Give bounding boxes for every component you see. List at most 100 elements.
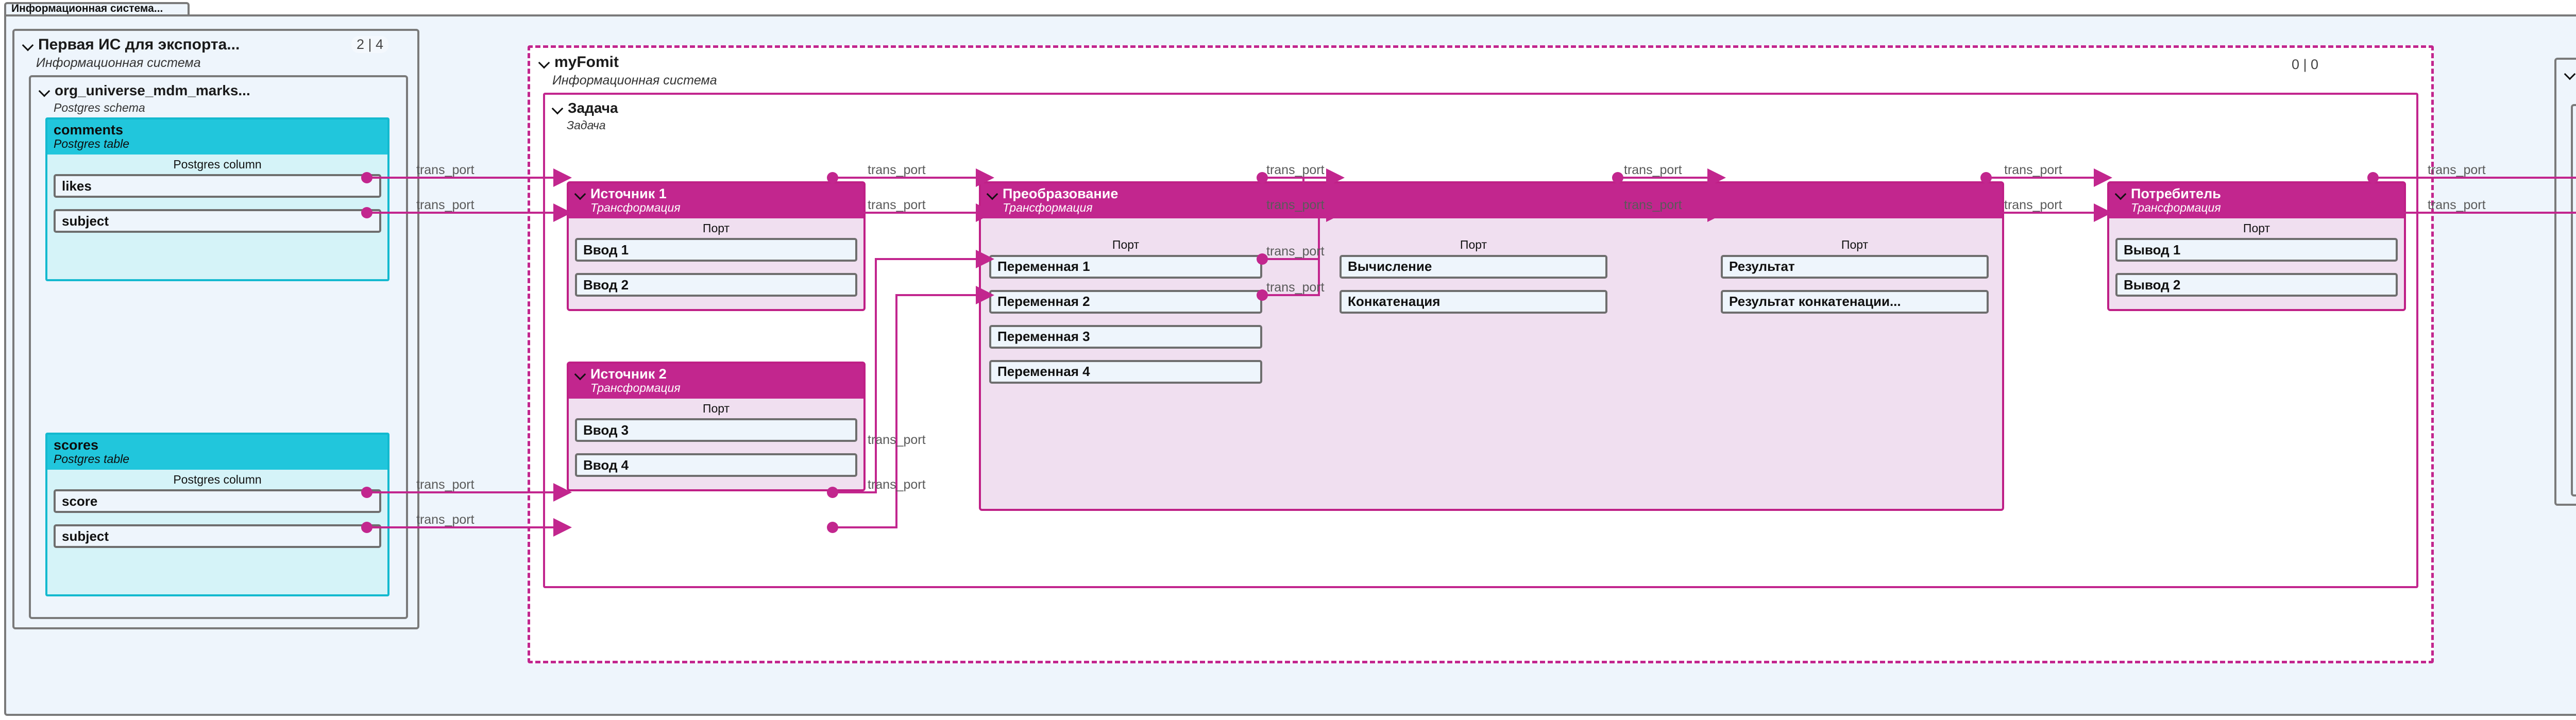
port-name: Переменная 1	[997, 259, 1090, 275]
left-panel-header[interactable]: Первая ИС для экспорта...	[23, 37, 240, 53]
task-title: Задача	[568, 100, 618, 116]
port-row[interactable]: Ввод 3	[575, 418, 857, 442]
transform-card-source-2[interactable]: Источник 2 Трансформация Порт Ввод 3 Вво…	[567, 362, 866, 491]
column-name: subject	[62, 528, 109, 544]
port-name: Вывод 2	[2124, 277, 2181, 293]
chevron-down-icon[interactable]	[39, 85, 50, 96]
edge-label-trans-port: trans_port	[2004, 163, 2062, 177]
edge-label-trans-port: trans_port	[868, 198, 926, 212]
table-name: comments	[54, 122, 124, 138]
chevron-down-icon[interactable]	[575, 368, 586, 380]
transform-card-header[interactable]: Преобразование Трансформация	[981, 183, 2002, 218]
edge-label-trans-port: trans_port	[1266, 280, 1325, 295]
port-name: Переменная 4	[997, 364, 1090, 380]
port-row[interactable]: Ввод 2	[575, 273, 857, 297]
table-row[interactable]: likes	[54, 174, 381, 198]
port-row[interactable]: Конкатенация	[1340, 289, 1607, 314]
table-card-body: Postgres column likes subject	[47, 155, 387, 239]
port-row[interactable]: Ввод 4	[575, 453, 857, 477]
table-row[interactable]: subject	[54, 209, 381, 233]
edge-label-trans-port: trans_port	[2428, 198, 2486, 212]
port-row[interactable]: Вычисление	[1340, 254, 1607, 279]
center-panel-badge: 0 | 0	[2292, 57, 2319, 72]
port-column-variables: Порт Переменная 1 Переменная 2 Переменна…	[989, 237, 1262, 384]
center-panel-subtitle: Информационная система	[552, 73, 717, 88]
table-card-comments[interactable]: comments Postgres table Postgres column …	[45, 117, 389, 281]
port-row[interactable]: Результат конкатенации...	[1721, 289, 1989, 314]
edge-label-trans-port: trans_port	[1624, 198, 1682, 212]
edge-label-trans-port: trans_port	[1624, 163, 1682, 177]
edge-label-trans-port: trans_port	[416, 477, 474, 492]
schema-title-left: org_universe_mdm_marks...	[55, 82, 250, 98]
port-row[interactable]: Переменная 2	[989, 289, 1262, 314]
transform-card-header[interactable]: Источник 2 Трансформация	[569, 364, 863, 399]
port-group-header: Порт	[1112, 238, 1140, 251]
table-name: scores	[54, 437, 99, 453]
port-row[interactable]: Вывод 1	[2115, 238, 2398, 262]
edge-label-trans-port: trans_port	[868, 163, 926, 177]
edge-label-trans-port: trans_port	[416, 163, 474, 177]
port-group-header: Порт	[1841, 238, 1869, 251]
port-name: Переменная 2	[997, 294, 1090, 310]
task-subtitle: Задача	[567, 118, 606, 132]
transform-card-source-1[interactable]: Источник 1 Трансформация Порт Ввод 1 Вво…	[567, 181, 866, 311]
port-name: Вывод 1	[2124, 242, 2181, 258]
table-row[interactable]: score	[54, 489, 381, 513]
port-name: Конкатенация	[1348, 294, 1440, 310]
port-name: Переменная 3	[997, 329, 1090, 345]
left-panel-subtitle: Информационная система	[36, 56, 201, 70]
transform-card-body: Порт Ввод 3 Ввод 4	[569, 399, 863, 484]
edge-label-trans-port: trans_port	[2428, 163, 2486, 177]
transform-card-consumer[interactable]: Потребитель Трансформация Порт Вывод 1 В…	[2107, 181, 2406, 311]
center-panel-header[interactable]: myFomit	[539, 55, 619, 70]
table-card-header[interactable]: scores Postgres table	[47, 435, 387, 470]
port-row[interactable]: Ввод 1	[575, 238, 857, 262]
edge-label-trans-port: trans_port	[868, 477, 926, 492]
schema-group-public[interactable]	[2571, 104, 2576, 496]
port-name: Ввод 4	[583, 457, 629, 473]
center-panel-title: myFomit	[554, 54, 619, 71]
transform-card-header[interactable]: Потребитель Трансформация	[2109, 183, 2404, 218]
chevron-down-icon[interactable]	[575, 188, 586, 199]
transform-name: Источник 2	[590, 366, 667, 382]
edge-label-trans-port: trans_port	[1266, 244, 1325, 259]
transform-type: Трансформация	[2131, 201, 2221, 215]
table-type: Postgres table	[54, 452, 130, 466]
edge-label-trans-port: trans_port	[416, 512, 474, 527]
schema-subtitle-left: Postgres schema	[54, 101, 145, 114]
table-card-header[interactable]: comments Postgres table	[47, 119, 387, 155]
port-row[interactable]: Переменная 4	[989, 359, 1262, 384]
chevron-down-icon[interactable]	[2565, 68, 2576, 79]
chevron-down-icon[interactable]	[23, 39, 34, 50]
port-row[interactable]: Переменная 3	[989, 324, 1262, 349]
transform-type: Трансформация	[1003, 201, 1093, 215]
chevron-down-icon[interactable]	[2115, 188, 2127, 199]
table-row[interactable]: subject	[54, 524, 381, 548]
edge-label-trans-port: trans_port	[2004, 198, 2062, 212]
right-panel-header[interactable]: local_test_is	[2565, 66, 2576, 81]
schema-header-left[interactable]: org_universe_mdm_marks...	[39, 83, 250, 98]
transform-card-preobrazovanie[interactable]: Преобразование Трансформация	[979, 181, 2004, 511]
transform-card-body: Порт Вывод 1 Вывод 2	[2109, 218, 2404, 303]
chevron-down-icon[interactable]	[539, 57, 550, 68]
port-row[interactable]: Результат	[1721, 254, 1989, 279]
transform-card-header[interactable]: Источник 1 Трансформация	[569, 183, 863, 218]
port-row[interactable]: Вывод 2	[2115, 273, 2398, 297]
port-group-header: Порт	[702, 401, 730, 415]
left-panel-badge: 2 | 4	[351, 36, 389, 53]
port-group-header: Порт	[1460, 238, 1487, 251]
edge-label-trans-port: trans_port	[1266, 198, 1325, 212]
column-group-header: Postgres column	[173, 157, 262, 171]
task-header[interactable]: Задача	[552, 101, 618, 115]
port-name: Вычисление	[1348, 259, 1432, 275]
port-group-header: Порт	[702, 221, 730, 235]
table-card-scores[interactable]: scores Postgres table Postgres column sc…	[45, 433, 389, 596]
edge-label-trans-port: trans_port	[868, 433, 926, 447]
chevron-down-icon[interactable]	[987, 188, 998, 199]
table-type: Postgres table	[54, 137, 130, 151]
port-row[interactable]: Переменная 1	[989, 254, 1262, 279]
port-group-header: Порт	[2243, 221, 2270, 235]
transform-card-body: Порт Ввод 1 Ввод 2	[569, 218, 863, 303]
page-title: Информационная система...	[11, 3, 163, 14]
chevron-down-icon[interactable]	[552, 102, 564, 114]
